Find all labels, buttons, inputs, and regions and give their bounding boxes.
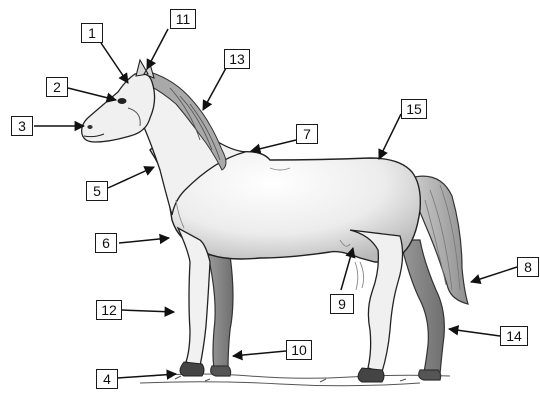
label-13: 13	[224, 49, 250, 69]
hind-hoof	[358, 368, 384, 382]
label-9: 9	[330, 294, 354, 314]
label-14: 14	[500, 326, 528, 346]
arrow-15	[379, 114, 401, 159]
arrow-5	[108, 167, 154, 188]
label-4: 4	[96, 369, 118, 389]
label-15: 15	[401, 99, 427, 119]
arrow-13	[203, 68, 226, 110]
label-7: 7	[296, 124, 318, 144]
arrow-7	[251, 140, 296, 151]
label-1: 1	[81, 23, 103, 43]
arrow-11	[147, 29, 168, 69]
arrow-10	[233, 351, 286, 356]
label-5: 5	[86, 181, 108, 201]
far-legs	[208, 240, 444, 380]
arrow-1	[101, 43, 128, 83]
arrow-14	[449, 329, 500, 336]
label-2: 2	[46, 77, 68, 97]
front-hoof	[180, 362, 204, 376]
eye	[118, 98, 127, 104]
arrow-4	[118, 374, 176, 378]
arrow-9	[341, 248, 353, 290]
label-6: 6	[95, 233, 117, 253]
label-3: 3	[11, 116, 33, 136]
front-leg	[178, 228, 210, 366]
nostril	[87, 125, 92, 129]
label-12: 12	[96, 300, 122, 320]
arrow-8	[471, 267, 517, 282]
arrow-6	[119, 238, 169, 243]
arrow-2	[68, 88, 116, 100]
horse-head	[82, 73, 155, 142]
label-10: 10	[286, 340, 312, 360]
label-11: 11	[170, 9, 196, 29]
label-8: 8	[517, 257, 539, 277]
arrow-12	[122, 310, 174, 312]
